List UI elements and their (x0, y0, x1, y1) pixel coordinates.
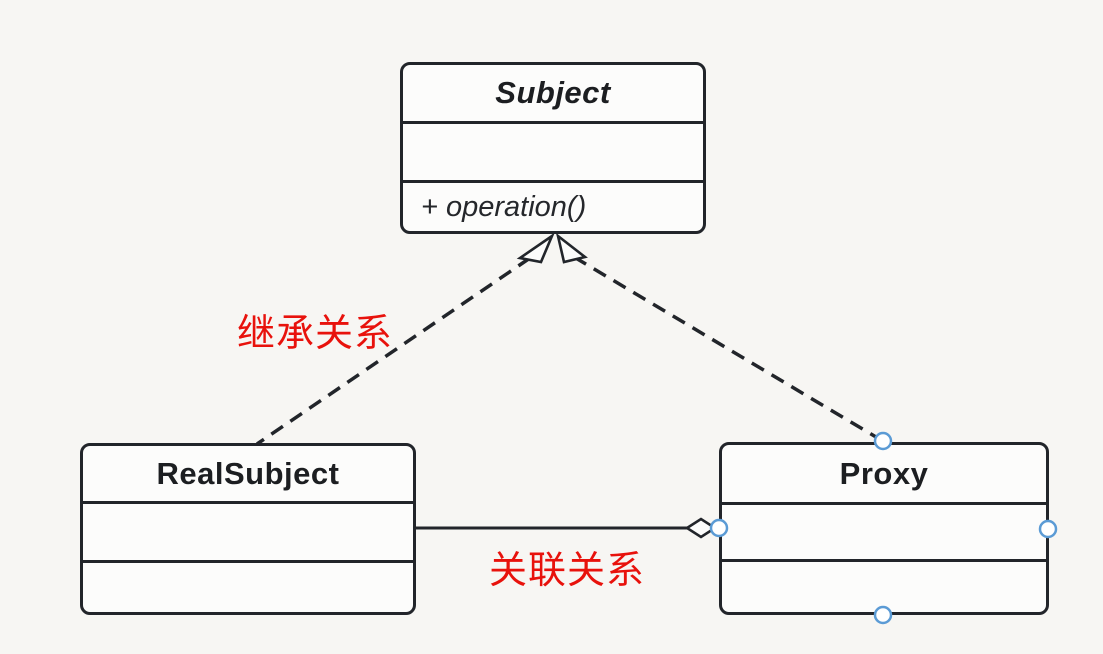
class-name-proxy: Proxy (839, 455, 929, 491)
aggregation-diamond (684, 517, 718, 539)
class-attributes-proxy (722, 502, 1046, 559)
class-name-realsubject: RealSubject (156, 455, 340, 491)
realization-line-proxy[interactable] (573, 255, 882, 442)
class-attributes-subject (403, 121, 703, 180)
class-attributes-realsubject (83, 501, 413, 560)
class-operation-subject: + operation() (403, 180, 703, 231)
association-relationship-label: 关联关系 (489, 550, 646, 592)
class-name-subject: Subject (495, 75, 611, 110)
class-box-realsubject[interactable]: RealSubject (80, 443, 416, 615)
class-operations-proxy (722, 559, 1046, 612)
class-operations-realsubject (83, 560, 413, 612)
realization-arrowhead-left (516, 232, 555, 264)
class-box-subject[interactable]: Subject + operation() (400, 62, 706, 234)
realization-arrowhead-right (555, 232, 588, 264)
inheritance-relationship-label: 继承关系 (237, 313, 394, 355)
class-box-proxy[interactable]: Proxy (719, 442, 1049, 615)
